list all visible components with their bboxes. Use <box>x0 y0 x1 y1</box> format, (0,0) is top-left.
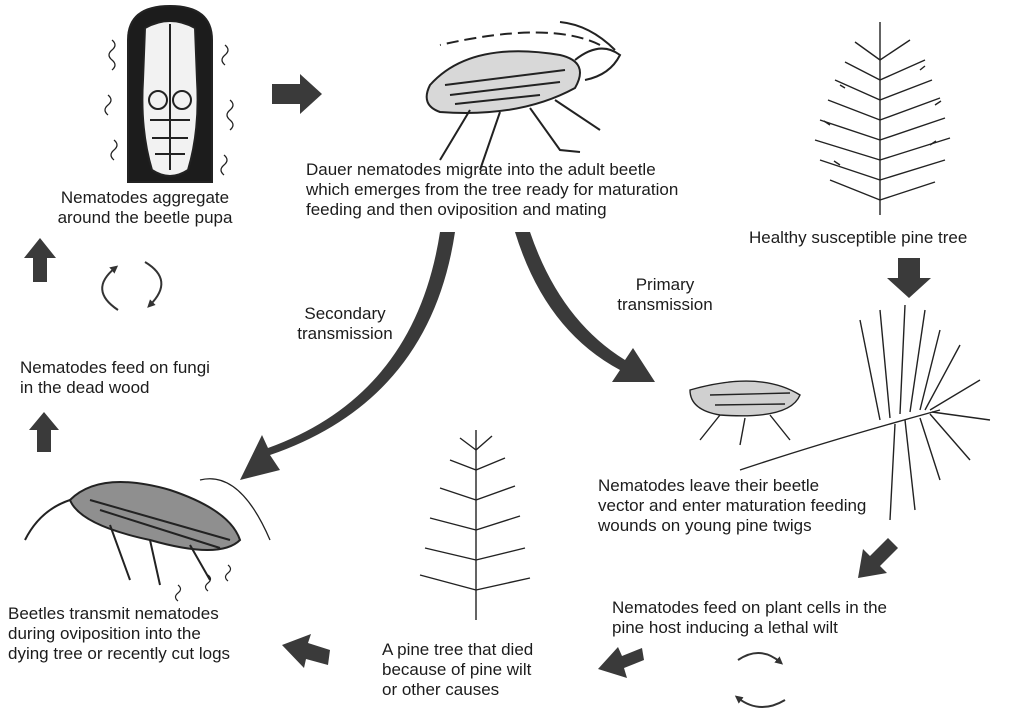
label-line: in the dead wood <box>20 378 210 398</box>
label-nematodes-aggregate: Nematodes aggregate around the beetle pu… <box>30 188 260 228</box>
label-line: during oviposition into the <box>8 624 230 644</box>
label-line: feeding and then oviposition and mating <box>306 200 678 220</box>
label-primary-transmission: Primary transmission <box>600 275 730 315</box>
label-line: wounds on young pine twigs <box>598 516 866 536</box>
label-line: Healthy susceptible pine tree <box>749 228 967 248</box>
label-line: vector and enter maturation feeding <box>598 496 866 516</box>
ovipositing-beetle-illustration <box>25 479 270 601</box>
label-line: pine host inducing a lethal wilt <box>612 618 887 638</box>
label-line: dying tree or recently cut logs <box>8 644 230 664</box>
label-nematodes-feed-fungi: Nematodes feed on fungi in the dead wood <box>20 358 210 398</box>
label-line: or other causes <box>382 680 533 700</box>
label-line: Primary <box>600 275 730 295</box>
label-line: because of pine wilt <box>382 660 533 680</box>
arrow-fungi-to-pupa <box>24 238 56 282</box>
label-line: Dauer nematodes migrate into the adult b… <box>306 160 678 180</box>
label-nematodes-leave-vector: Nematodes leave their beetle vector and … <box>598 476 866 536</box>
cycle-icon-bottom <box>738 653 785 707</box>
arrow-oviposition-to-fungi <box>29 412 59 452</box>
beetle-pupa-illustration <box>105 6 233 182</box>
cycle-icon-left <box>102 262 161 310</box>
arrow-plantcells-to-deadtree <box>598 647 644 678</box>
label-line: which emerges from the tree ready for ma… <box>306 180 678 200</box>
arrow-twig-to-plantcells <box>858 538 898 578</box>
label-secondary-transmission: Secondary transmission <box>280 304 410 344</box>
label-healthy-tree: Healthy susceptible pine tree <box>749 228 967 248</box>
arrow-tree-down <box>887 258 931 298</box>
label-line: transmission <box>280 324 410 344</box>
label-line: around the beetle pupa <box>30 208 260 228</box>
label-line: A pine tree that died <box>382 640 533 660</box>
label-line: Beetles transmit nematodes <box>8 604 230 624</box>
adult-beetle-illustration <box>427 22 620 170</box>
healthy-pine-tree-illustration <box>815 22 950 215</box>
label-line: transmission <box>600 295 730 315</box>
label-beetles-transmit: Beetles transmit nematodes during ovipos… <box>8 604 230 664</box>
arrow-deadtree-to-oviposition <box>282 634 330 668</box>
arrow-pupa-to-adult <box>272 74 322 114</box>
dead-pine-tree-illustration <box>420 430 530 620</box>
label-nematodes-feed-plant-cells: Nematodes feed on plant cells in the pin… <box>612 598 887 638</box>
label-dauer-nematodes: Dauer nematodes migrate into the adult b… <box>306 160 678 220</box>
label-line: Nematodes feed on plant cells in the <box>612 598 887 618</box>
label-line: Nematodes feed on fungi <box>20 358 210 378</box>
label-line: Nematodes leave their beetle <box>598 476 866 496</box>
label-line: Nematodes aggregate <box>30 188 260 208</box>
secondary-transmission-arrow <box>240 232 455 480</box>
label-dead-pine-tree: A pine tree that died because of pine wi… <box>382 640 533 700</box>
label-line: Secondary <box>280 304 410 324</box>
